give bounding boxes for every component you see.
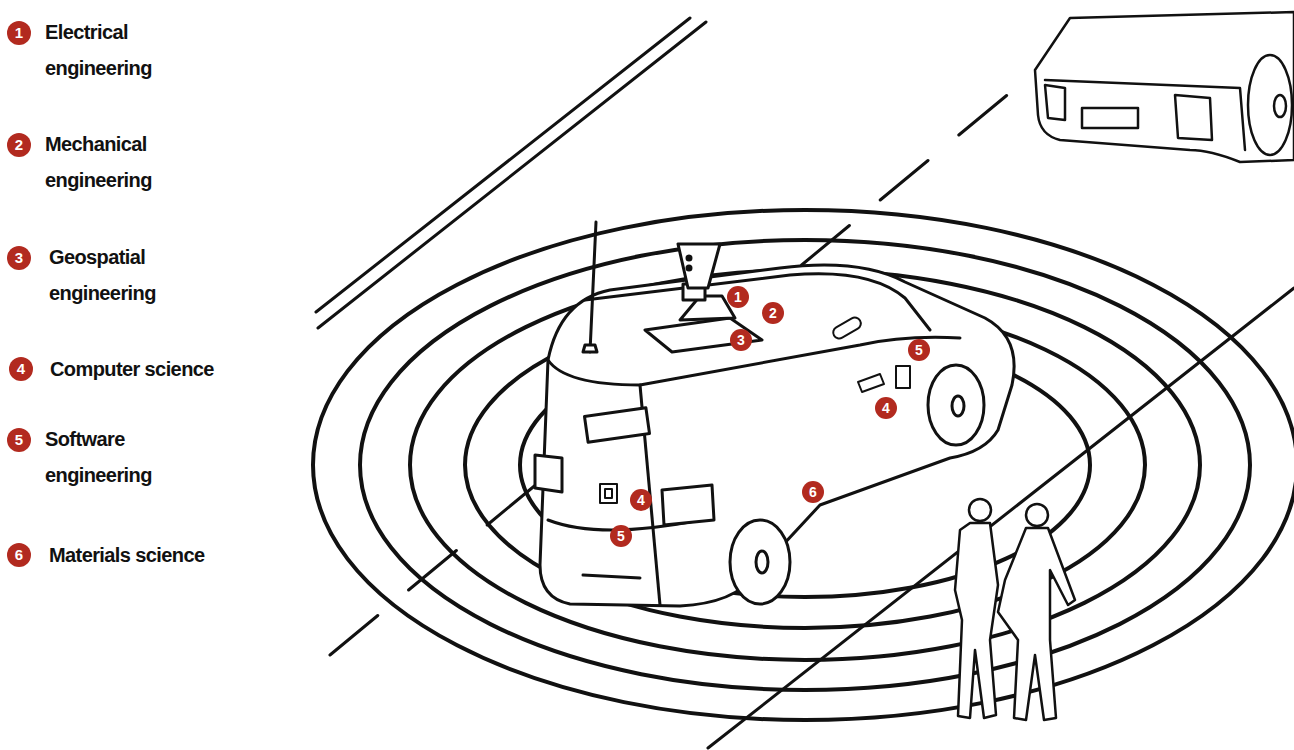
- autonomous-car-part: [584, 408, 649, 442]
- road-lines-part: [318, 22, 706, 328]
- other-car-part: [1175, 95, 1212, 140]
- autonomous-car-part: [896, 366, 910, 388]
- road-lines-part: [316, 18, 690, 312]
- callout-number: 1: [7, 21, 31, 45]
- other-car-part: [1035, 12, 1294, 162]
- autonomous-car: [535, 265, 1014, 606]
- callout-number: 5: [610, 525, 632, 547]
- discipline-name: Materials science: [49, 537, 289, 573]
- callout-number: 5: [908, 339, 930, 361]
- sensor-rings-part: [360, 240, 1250, 690]
- callout-number: 6: [802, 481, 824, 503]
- autonomous-car-part: [730, 520, 790, 604]
- callout-number: 3: [7, 246, 31, 270]
- pedestrians-part: [955, 523, 998, 718]
- sensor-rings-part: [313, 210, 1294, 720]
- autonomous-car-part: [535, 455, 562, 492]
- autonomous-car-part: [858, 374, 884, 392]
- autonomous-car-part: [662, 485, 714, 525]
- callout-number: 2: [762, 302, 784, 324]
- discipline-name: Software engineering: [45, 421, 195, 493]
- autonomous-car-part: [928, 365, 984, 445]
- autonomous-car-part: [831, 315, 863, 340]
- pedestrians-part: [1026, 504, 1048, 526]
- callout-number: 2: [7, 133, 31, 157]
- lidar-sensor-part: [583, 345, 597, 352]
- lidar-sensor-part: [678, 244, 720, 288]
- pedestrians: [955, 499, 1075, 720]
- lidar-sensor-part: [645, 318, 762, 352]
- lidar-sensor: [583, 222, 762, 352]
- other-car-part: [1045, 80, 1245, 150]
- other-car-part: [1045, 85, 1065, 120]
- other-car: [1035, 12, 1294, 162]
- callout-number: 6: [7, 543, 31, 567]
- discipline-name: Mechanical engineering: [45, 126, 195, 198]
- other-car-part: [1082, 108, 1138, 128]
- pedestrians-part: [998, 528, 1075, 720]
- road-lines-part: [330, 72, 1035, 655]
- lidar-sensor-part: [687, 266, 691, 270]
- callout-number: 4: [630, 489, 652, 511]
- discipline-name: Electrical engineering: [45, 14, 195, 86]
- sensor-rings: [313, 210, 1294, 720]
- lidar-sensor-part: [590, 222, 596, 352]
- callout-number: 4: [875, 397, 897, 419]
- autonomous-car-part: [600, 484, 617, 503]
- autonomous-car-part: [605, 489, 612, 498]
- autonomous-car-part: [756, 551, 768, 573]
- autonomous-car-part: [583, 575, 640, 578]
- autonomous-car-part: [952, 396, 964, 416]
- callout-number: 1: [727, 286, 749, 308]
- autonomous-car-part: [585, 274, 930, 330]
- callout-number: 4: [9, 357, 33, 381]
- lidar-sensor-part: [687, 256, 691, 260]
- discipline-name: Computer science: [50, 351, 290, 387]
- other-car-part: [1274, 95, 1286, 117]
- discipline-name: Geospatial engineering: [49, 239, 199, 311]
- pedestrians-part: [969, 499, 991, 521]
- autonomous-car-part: [540, 265, 1014, 606]
- callout-number: 5: [7, 428, 31, 452]
- callout-number: 3: [730, 329, 752, 351]
- other-car-part: [1248, 55, 1292, 155]
